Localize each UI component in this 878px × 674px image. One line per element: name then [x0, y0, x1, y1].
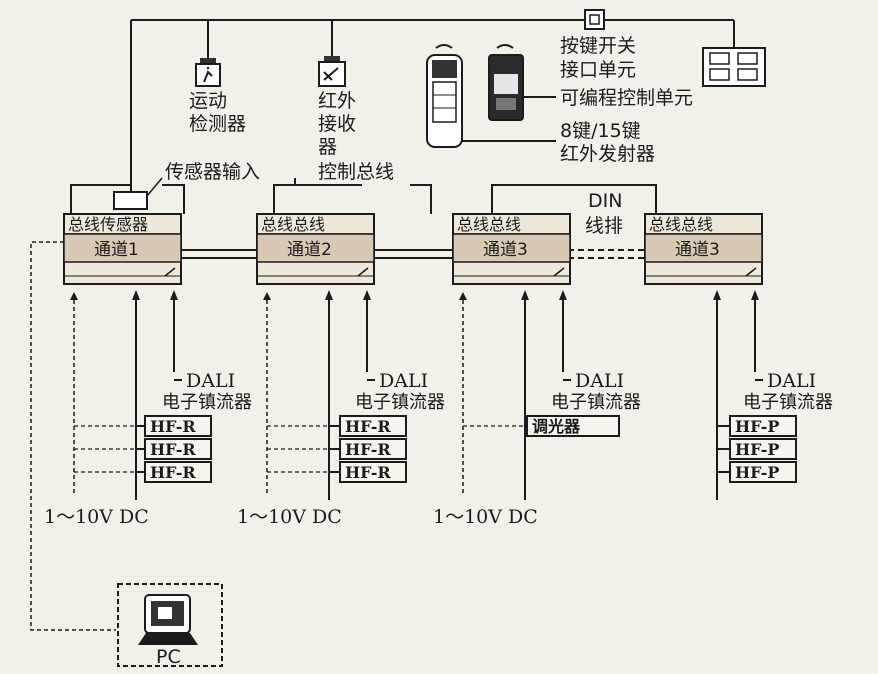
module-channel: 通道3	[483, 240, 528, 260]
control-bus	[70, 178, 657, 259]
sensor-input-label: 传感器输入	[165, 161, 260, 183]
load-label: HF-P	[735, 417, 779, 436]
dc-label: 1～10V DC	[433, 506, 538, 528]
module-channel-band	[452, 233, 571, 263]
load-label: HF-P	[735, 463, 779, 482]
ballast-label: 电子镇流器	[551, 392, 641, 413]
module-channel: 通道1	[94, 240, 139, 260]
dali-arrow	[751, 290, 759, 300]
motion-detector-label-1: 运动	[189, 90, 227, 112]
ir-receiver-label-2: 接收	[318, 113, 356, 135]
ballast-label: 电子镇流器	[162, 392, 252, 413]
supply-arrow	[713, 290, 721, 300]
load-label: 调光器	[532, 417, 581, 436]
dc-label: 1～10V DC	[237, 506, 342, 528]
supply-arrow	[325, 290, 333, 300]
load-box	[144, 415, 212, 437]
load-box	[144, 461, 212, 483]
pc-label: PC	[156, 646, 181, 668]
ir-receiver-label-1: 红外	[318, 90, 356, 112]
load-label: HF-R	[345, 440, 391, 459]
load-label: HF-P	[735, 440, 779, 459]
ir-transmitter-label-1: 8键/15键	[560, 120, 641, 142]
module-switch	[745, 267, 757, 277]
dali-label: DALI	[767, 370, 816, 392]
dc-arrow	[70, 292, 78, 300]
load-box	[339, 415, 407, 437]
module-channel-band	[644, 233, 763, 263]
dali-label: DALI	[186, 370, 235, 392]
module-title: 总线总线	[649, 215, 713, 234]
din-rail	[568, 249, 645, 259]
load-box	[729, 461, 797, 483]
dc-label: 1～10V DC	[44, 506, 149, 528]
programmable-unit-icon	[488, 44, 524, 121]
module-title: 总线总线	[261, 215, 325, 234]
module-switch	[553, 267, 565, 277]
load-label: HF-R	[150, 440, 196, 459]
dali-arrow	[559, 290, 567, 300]
top-bus	[130, 19, 735, 197]
module-switch	[357, 267, 369, 277]
sensor-input-connector	[113, 191, 148, 210]
load-label: HF-R	[345, 417, 391, 436]
dc-arrow	[459, 292, 467, 300]
ir-receiver-icon	[318, 56, 346, 87]
module-channel: 通道2	[287, 240, 332, 260]
din-rail-label-1: DIN	[588, 190, 622, 212]
module-title: 总线总线	[457, 215, 521, 234]
motion-detector-label-2: 检测器	[189, 113, 246, 135]
module-switch	[164, 267, 176, 277]
load-box	[729, 415, 797, 437]
programmable-unit-label: 可编程控制单元	[560, 87, 693, 109]
load-box	[729, 438, 797, 460]
dali-label: DALI	[379, 370, 428, 392]
module-channel-band	[63, 233, 182, 263]
load-box	[144, 438, 212, 460]
control-bus-label: 控制总线	[318, 161, 394, 183]
load-box	[339, 461, 407, 483]
ir-transmitter-icon	[426, 44, 463, 148]
load-box	[339, 438, 407, 460]
key-switch-label-2: 接口单元	[560, 59, 636, 81]
supply-arrow	[132, 290, 140, 300]
key-switch-interface-icon	[584, 9, 605, 30]
load-label: HF-R	[345, 463, 391, 482]
module-title: 总线传感器	[68, 215, 148, 234]
pc-link	[30, 241, 116, 631]
din-rail-label-2: 线排	[585, 215, 623, 237]
load-label: HF-R	[150, 417, 196, 436]
ir-transmitter-label-2: 红外发射器	[560, 143, 655, 165]
ballast-label: 电子镇流器	[355, 392, 445, 413]
pc-box	[117, 583, 223, 667]
load-label: HF-R	[150, 463, 196, 482]
dc-arrow	[263, 292, 271, 300]
key-switch-panel-icon	[702, 47, 766, 87]
module-channel-band	[256, 233, 375, 263]
ballast-label: 电子镇流器	[743, 392, 833, 413]
dali-arrow	[170, 290, 178, 300]
motion-detector-icon	[195, 58, 221, 87]
pc-icon	[138, 594, 198, 645]
ir-receiver-label-3: 器	[318, 136, 337, 158]
load-box	[526, 415, 620, 437]
supply-arrow	[521, 290, 529, 300]
dali-label: DALI	[575, 370, 624, 392]
sensor-input-leader	[146, 177, 163, 197]
key-switch-label-1: 按键开关	[560, 35, 636, 57]
module-channel: 通道3	[675, 240, 720, 260]
dali-arrow	[363, 290, 371, 300]
